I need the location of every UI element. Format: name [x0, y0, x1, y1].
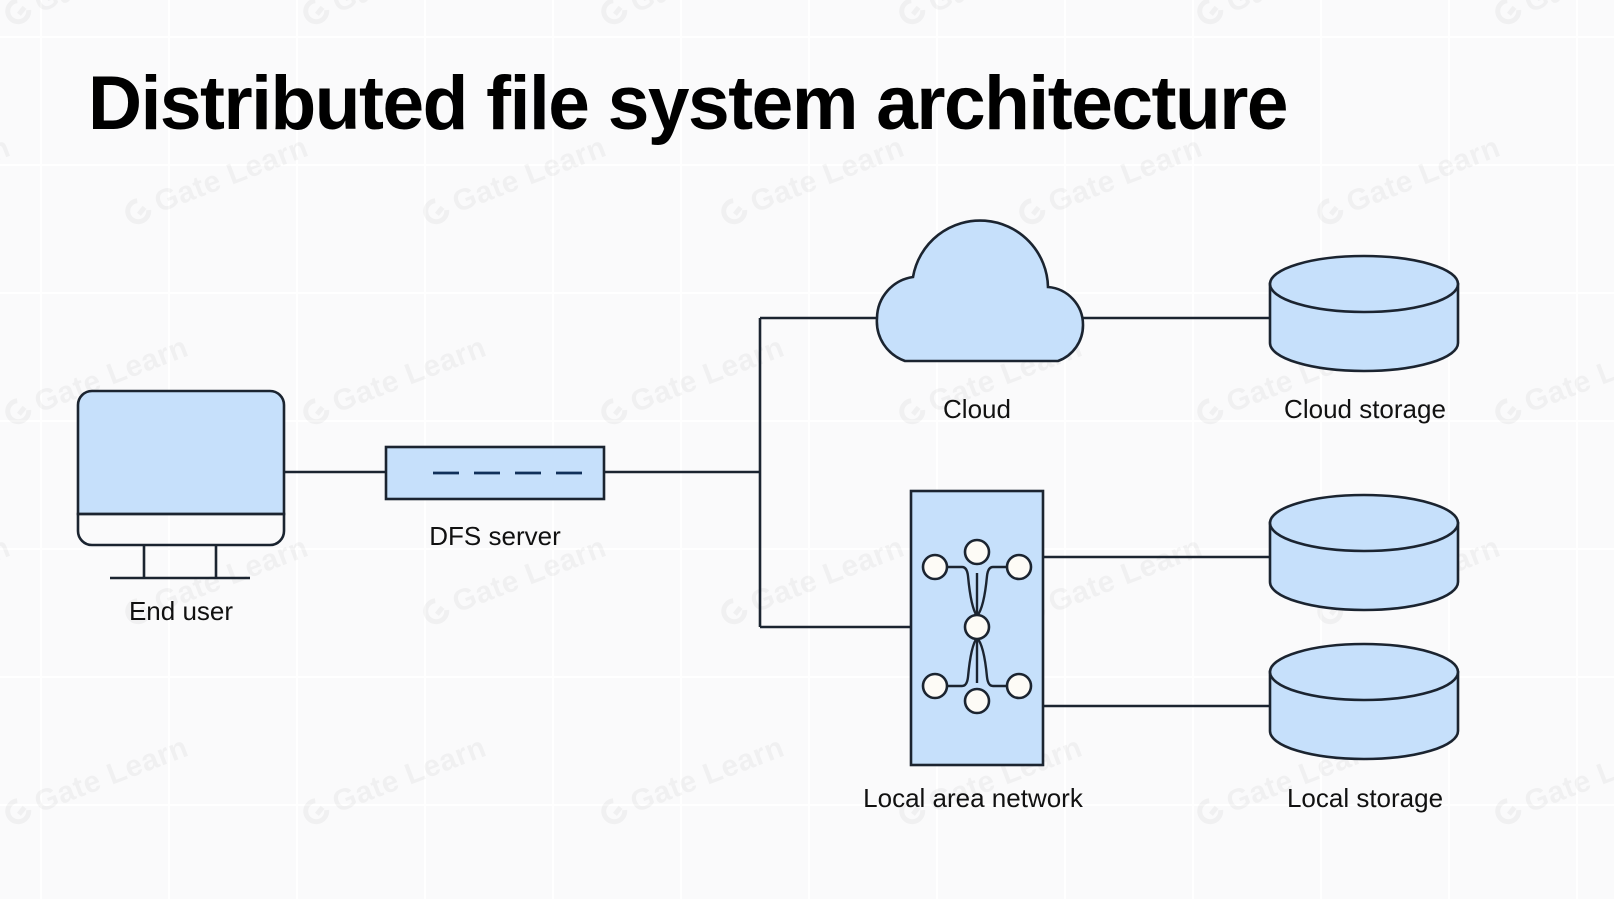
caption-cloud: Cloud [943, 394, 1011, 424]
page-title: Distributed file system architecture [88, 61, 1289, 146]
local-storage-1-top [1268, 493, 1460, 553]
database-cylinder-icon-local-storage-1[interactable] [1268, 493, 1460, 612]
local-storage-2-top [1268, 642, 1460, 702]
lan-upper-right-arm [976, 565, 1013, 617]
caption-end-user: End user [128, 596, 234, 626]
lan-upper-left-arm [941, 565, 979, 617]
lan-node-lower-left [921, 672, 949, 700]
server-bar-icon[interactable] [384, 445, 606, 501]
cloud-icon[interactable] [875, 219, 1085, 363]
lan-node-lower-right [1005, 672, 1033, 700]
network-topology-icon[interactable] [909, 489, 1045, 767]
caption-cloud-storage: Cloud storage [1284, 394, 1446, 424]
lan-lower-left-arm [941, 637, 978, 688]
database-cylinder-icon-local-storage-2[interactable] [1268, 642, 1460, 761]
monitor-screen [76, 389, 286, 516]
caption-local-storage: Local storage [1286, 783, 1444, 813]
lan-node-bottom [963, 687, 991, 715]
cloud-storage-top [1268, 254, 1460, 314]
monitor-icon[interactable] [76, 389, 286, 580]
cloud-shape [875, 219, 1085, 363]
lan-node-top [963, 538, 991, 566]
lan-node-upper-left [921, 553, 949, 581]
monitor-chin [76, 512, 286, 547]
caption-local-area-network: Local area network [863, 783, 1083, 813]
database-cylinder-icon-cloud-storage[interactable] [1268, 254, 1460, 373]
lan-lower-right-arm [976, 637, 1013, 688]
lan-node-center [963, 613, 991, 641]
lan-node-upper-right [1005, 553, 1033, 581]
caption-dfs-server: DFS server [429, 521, 561, 551]
